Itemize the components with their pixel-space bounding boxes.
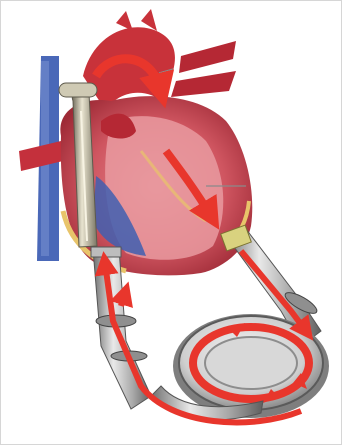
flow-arrow-icon bbox=[121, 293, 125, 306]
